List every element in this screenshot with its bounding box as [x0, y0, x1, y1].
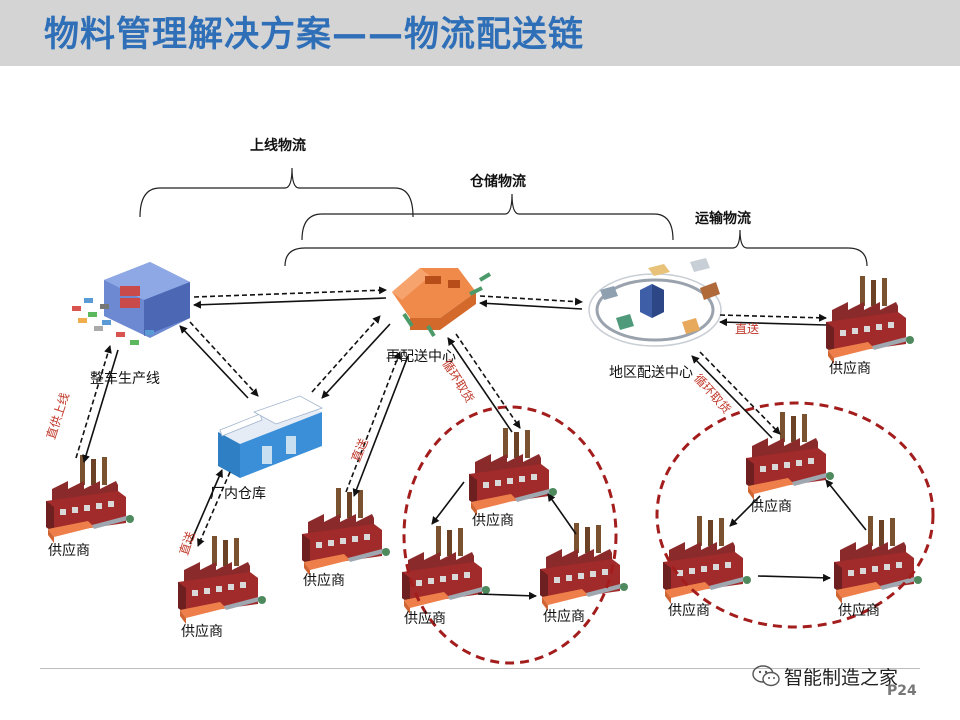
label-transport-logistics: 运输物流	[695, 211, 751, 227]
label-assembly-line: 整车生产线	[90, 371, 160, 387]
milk-run-circle-1	[402, 405, 618, 665]
label-online-logistics: 上线物流	[250, 138, 306, 154]
warehouse-icon	[218, 395, 323, 478]
bracket-online-logistics	[139, 167, 414, 218]
label-supplier-2: 供应商	[181, 624, 223, 640]
footer-divider	[40, 668, 920, 669]
label-inplant-warehouse: 厂内仓库	[210, 486, 266, 502]
label-supplier-9: 供应商	[668, 603, 710, 619]
supplier-icon-10	[834, 516, 922, 604]
supplier-icon-9	[663, 516, 751, 604]
label-warehouse-logistics: 仓储物流	[470, 174, 526, 190]
label-supplier-6: 供应商	[543, 609, 585, 625]
bracket-transport-logistics	[284, 229, 868, 267]
label-regional-center: 地区配送中心	[609, 365, 693, 381]
bracket-warehouse-logistics	[301, 193, 674, 241]
label-supplier-10: 供应商	[838, 603, 880, 619]
header-bar	[0, 0, 960, 66]
supplier-icon-5	[402, 526, 490, 614]
label-redistribution-center: 再配送中心	[386, 349, 456, 365]
label-supplier-7: 供应商	[829, 361, 871, 377]
label-supplier-5: 供应商	[404, 611, 446, 627]
page-number: P24	[887, 683, 917, 699]
label-supplier-4: 供应商	[472, 513, 514, 529]
milk-run-circle-2	[655, 401, 935, 629]
label-supplier-3: 供应商	[303, 573, 345, 589]
brand-name: 智能制造之家	[784, 667, 899, 689]
label-supplier-8: 供应商	[750, 499, 792, 515]
supplier-icon-4	[469, 428, 557, 516]
supplier-icon-7	[826, 276, 914, 364]
redistribution-center-icon	[392, 268, 492, 338]
flow-label-direct-3: 直送	[735, 322, 760, 336]
regional-center-icon	[588, 258, 722, 347]
car-assembly-plant-icon	[72, 262, 190, 345]
wechat-icon	[752, 665, 780, 687]
supplier-icon-3	[302, 488, 390, 576]
label-supplier-1: 供应商	[48, 543, 90, 559]
supplier-icon-1	[46, 455, 134, 543]
page-title: 物料管理解决方案——物流配送链	[44, 15, 585, 55]
